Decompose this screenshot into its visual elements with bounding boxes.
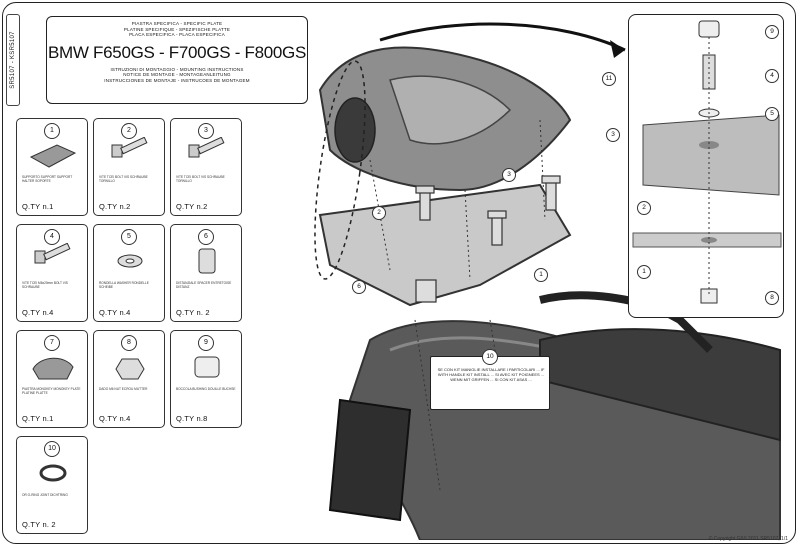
part-quantity: Q.TY n.1 [22, 414, 54, 423]
bolts [415, 175, 561, 246]
part-quantity: Q.TY n. 2 [176, 308, 210, 317]
part-number: 6 [198, 229, 214, 245]
detail-arrow [379, 22, 626, 52]
license-bracket [328, 398, 412, 522]
part-description: SUPPORTO SUPPORT SUPPORT HALTER SOPORTE [22, 175, 73, 183]
detail-ellipse [314, 60, 366, 280]
spacer-icon [181, 243, 233, 279]
callout-3-right: 3 [606, 128, 620, 142]
callout-1: 1 [534, 268, 548, 282]
detail-drawing [632, 20, 782, 304]
inset-callout-1: 1 [637, 265, 651, 279]
bolt-icon [27, 242, 79, 279]
part-description: PIASTRA MONOKEY MONOKEY PLATE PLATINE PL… [22, 387, 81, 395]
inset-callout-9: 9 [765, 25, 779, 39]
title-line-4: ISTRUZIONI DI MONTAGGIO - MOUNTING INSTR… [110, 66, 244, 72]
part-number: 8 [121, 335, 137, 351]
callout-11: 11 [602, 72, 616, 86]
bracket-icon [27, 349, 79, 385]
handle-kit-notice: 10 SE CON KIT MANIGLIE INSTALLARE I PART… [430, 349, 550, 410]
part-quantity: Q.TY n.2 [176, 202, 208, 211]
part-quantity: Q.TY n.2 [99, 202, 131, 211]
part-description: DISTANZIALE SPACER ENTRETOISE DISTANZ [176, 281, 232, 289]
title-line-3: PLACA ESPECIFICA - PLACA ESPECIFICA [129, 32, 225, 37]
part-description: VITE TCEI BOLT VIS SCHRAUBE TORNILLO [99, 175, 148, 183]
part-description: OR O-RING JOINT DICHTRING [22, 493, 68, 497]
part-number: 3 [198, 123, 214, 139]
part-quantity: Q.TY n. 2 [22, 520, 56, 529]
title-box: PIASTRA SPECIFICA - SPECIFIC PLATE PLATI… [46, 16, 308, 104]
copyright: © Copyright GIVI 2011 SR5107, 1/1 [708, 536, 788, 542]
bolt-icon [181, 136, 233, 173]
oring-icon [27, 455, 79, 491]
part-number: 4 [44, 229, 60, 245]
spacer [415, 279, 437, 303]
part-quantity: Q.TY n.1 [22, 202, 54, 211]
title-line-2: PLATINE SPECIFIQUE - SPEZIFISCHE PLATTE [123, 26, 231, 32]
part-number: 7 [44, 335, 60, 351]
part-number: 1 [44, 123, 60, 139]
seat [539, 328, 781, 442]
title-line-5: NOTICE DE MONTAGE - MONTAGEANLEITUNG [123, 72, 231, 77]
detail-inset: 9 4 5 2 1 8 [628, 14, 784, 318]
part-number: 5 [121, 229, 137, 245]
part-description: VITE TCEI M6x20mm BOLT VIS SCHRAUBE [22, 281, 68, 289]
part-description: RONDELLA WASHER RONDELLE SCHEIBE [99, 281, 149, 289]
notice-text: SE CON KIT MANIGLIE INSTALLARE I PARTICO… [437, 367, 545, 383]
title-line-6: INSTRUCCIONES DE MONTAJE - INSTRUCOES DE… [104, 77, 250, 83]
callout-3-top: 3 [502, 168, 516, 182]
bolt-icon [104, 136, 156, 173]
inset-callout-4: 4 [765, 69, 779, 83]
side-code-label: SR5107 - KSR5107 [6, 14, 20, 106]
bushing-icon [181, 349, 233, 385]
model-name: BMW F650GS - F700GS - F800GS [47, 42, 306, 62]
part-number: 10 [44, 441, 60, 457]
part-number: 9 [198, 335, 214, 351]
part-card-10: 10 OR O-RING JOINT DICHTRING Q.TY n. 2 [16, 436, 88, 534]
washer-icon [104, 243, 156, 279]
inset-callout-8: 8 [765, 291, 779, 305]
part-description: DADO M6 NUT ECROU MUTTER [99, 387, 148, 391]
callout-6: 6 [352, 280, 366, 294]
part-quantity: Q.TY n.4 [22, 308, 54, 317]
part-description: BOCCOLA BUSHING DOUILLE BUCHSE [176, 387, 236, 391]
inset-callout-5: 5 [765, 107, 779, 121]
inset-callout-2: 2 [637, 201, 651, 215]
notice-number: 10 [482, 349, 498, 365]
part-quantity: Q.TY n.4 [99, 414, 131, 423]
part-description: VITE TCEI BOLT VIS SCHRAUBE TORNILLO [176, 175, 225, 183]
plate-icon [27, 137, 79, 173]
nut-icon [104, 349, 156, 385]
part-quantity: Q.TY n.4 [99, 308, 131, 317]
title-line-1: PIASTRA SPECIFICA - SPECIFIC PLATE [131, 21, 223, 26]
part-quantity: Q.TY n.8 [176, 414, 208, 423]
callout-2: 2 [372, 206, 386, 220]
part-number: 2 [121, 123, 137, 139]
